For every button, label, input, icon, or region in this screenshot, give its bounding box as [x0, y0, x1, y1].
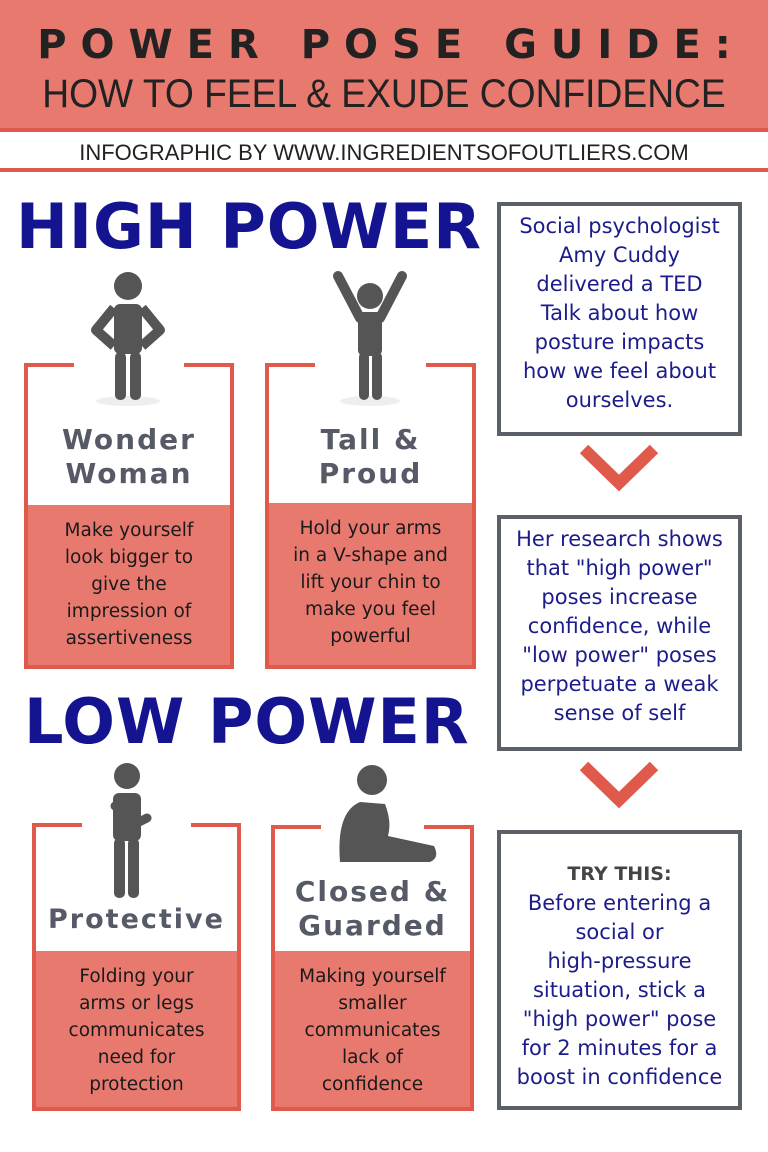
arms-raised-figure-icon — [333, 271, 407, 406]
pose-title: Protective — [48, 904, 225, 935]
page-title: POWER POSE GUIDE: — [37, 22, 745, 68]
bracket — [265, 363, 315, 367]
chevron-down-icon — [579, 761, 659, 809]
bracket — [191, 823, 241, 827]
bracket — [424, 825, 474, 829]
bracket — [32, 823, 82, 827]
low-power-heading: LOW POWER — [24, 685, 470, 758]
bracket — [184, 363, 234, 367]
chevron-down-icon — [579, 444, 659, 492]
credit-link[interactable]: INFOGRAPHIC BY WWW.INGREDIENTSOFOUTLIERS… — [79, 140, 689, 165]
pose-title: Tall &Proud — [318, 423, 423, 490]
header-banner — [0, 0, 768, 132]
high-power-heading: HIGH POWER — [16, 190, 482, 263]
bracket — [271, 825, 321, 829]
bracket — [426, 363, 476, 367]
hands-on-hips-figure-icon — [91, 272, 165, 406]
divider — [0, 168, 768, 172]
sitting-hugging-knees-figure-icon — [339, 765, 437, 862]
pose-title: Closed &Guarded — [294, 875, 451, 942]
arms-folded-figure-icon — [110, 763, 152, 898]
try-this-heading: TRY THIS: — [567, 863, 672, 885]
bracket — [24, 363, 74, 367]
page-subtitle: HOW TO FEEL & EXUDE CONFIDENCE — [42, 72, 726, 116]
